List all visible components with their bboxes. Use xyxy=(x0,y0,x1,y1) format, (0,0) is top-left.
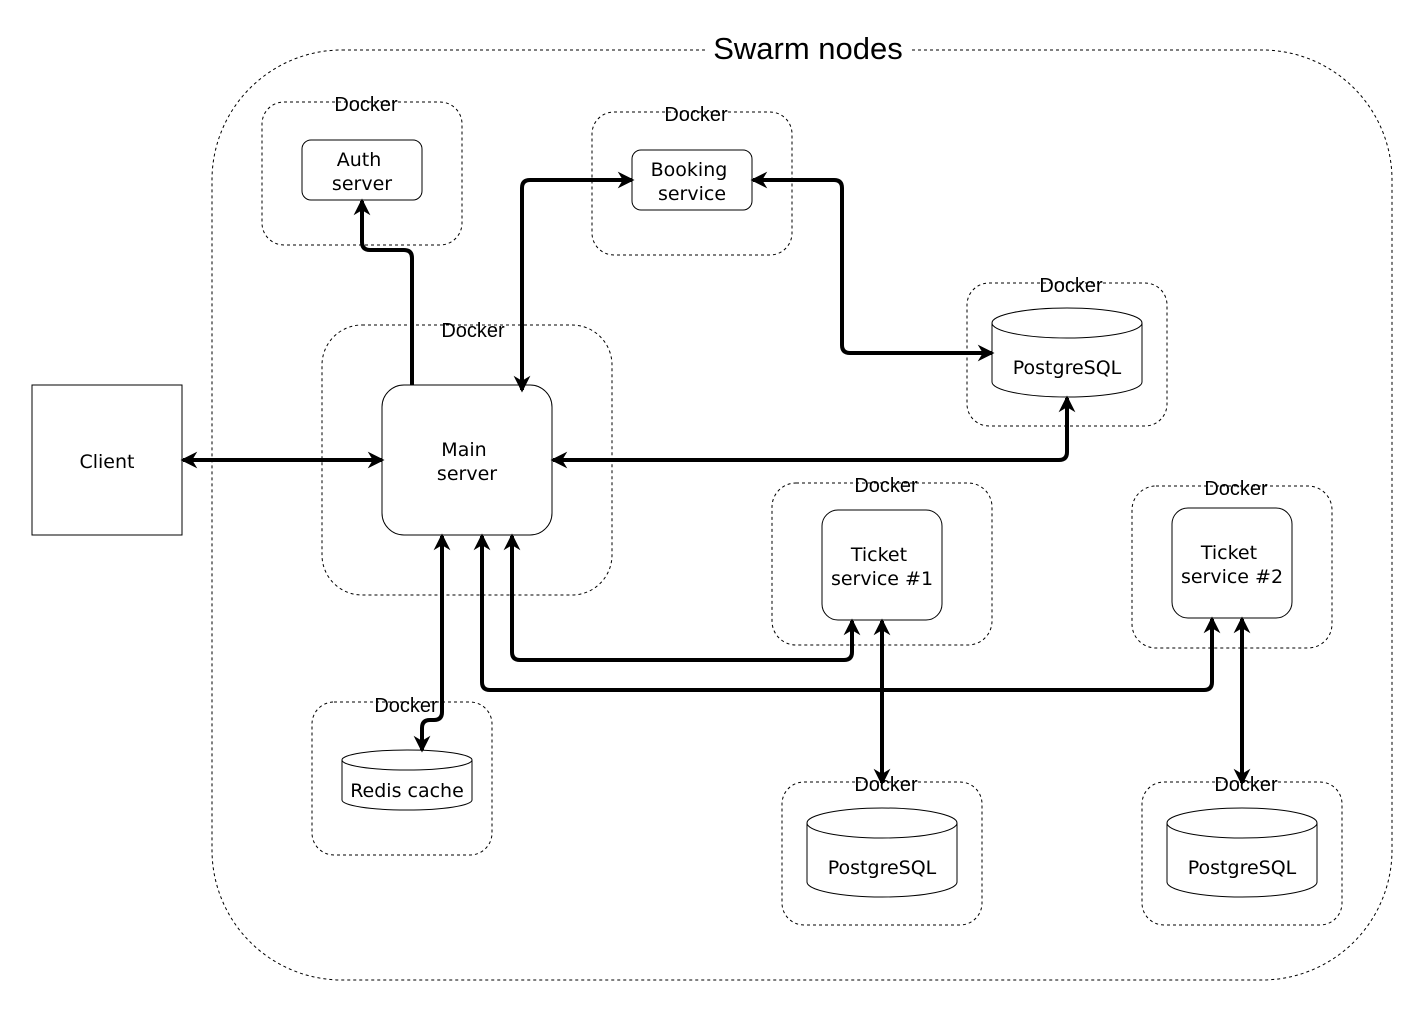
docker-label-auth: Docker xyxy=(334,94,398,116)
docker-container-booking xyxy=(591,111,793,256)
ticket-db-1-cylinder[interactable] xyxy=(806,807,958,898)
client-label: Client xyxy=(79,451,134,473)
booking-db-top xyxy=(991,307,1143,339)
edge-booking-db xyxy=(750,171,995,362)
ticket-db-1-label: PostgreSQL xyxy=(828,857,937,879)
ticket-db-1-top xyxy=(806,807,958,839)
booking-service-label: Booking service xyxy=(651,159,734,205)
redis-top xyxy=(341,749,473,771)
docker-container-booking-db xyxy=(966,282,1168,427)
booking-db-cylinder[interactable] xyxy=(991,307,1143,398)
edge-main-booking-db xyxy=(550,395,1076,469)
main-server-label-line-2: server xyxy=(437,463,497,485)
docker-label-booking-db: Docker xyxy=(1039,275,1103,297)
redis-cylinder[interactable] xyxy=(341,749,473,811)
auth-server-label-line-1: Auth xyxy=(337,149,382,171)
redis-label: Redis cache xyxy=(350,780,464,802)
docker-label-ticket-2: Docker xyxy=(1204,478,1268,500)
docker-label-booking: Docker xyxy=(664,104,728,126)
ticket-db-2-cylinder[interactable] xyxy=(1166,807,1318,898)
redis-body xyxy=(341,760,473,811)
ticket-service-1-label-line-2: service #1 xyxy=(831,568,933,590)
edge-main-booking xyxy=(513,171,635,393)
booking-db-label: PostgreSQL xyxy=(1013,357,1122,379)
ticket-service-2-label-line-1: Ticket xyxy=(1200,542,1257,564)
client-node[interactable] xyxy=(31,384,183,536)
docker-label-ticket-db-1: Docker xyxy=(854,774,918,796)
swarm-title-background xyxy=(706,28,910,66)
docker-label-ticket-1: Docker xyxy=(854,475,918,497)
auth-server-label-line-2: server xyxy=(332,173,392,195)
docker-label-redis: Docker xyxy=(374,695,438,717)
ticket-db-1-body xyxy=(806,823,958,898)
main-server-label: Main server xyxy=(437,439,497,485)
ticket-db-2-top xyxy=(1166,807,1318,839)
edge-main-ticket-1 xyxy=(503,533,861,662)
ticket-db-2-label: PostgreSQL xyxy=(1188,857,1297,879)
docker-label-main: Docker xyxy=(441,320,505,342)
edge-main-auth xyxy=(353,198,414,385)
ticket-db-2-body xyxy=(1166,823,1318,898)
booking-service-label-line-1: Booking xyxy=(651,159,728,181)
ticket-service-2-label-line-2: service #2 xyxy=(1181,566,1283,588)
docker-container-auth xyxy=(261,101,463,246)
swarm-nodes-container xyxy=(211,49,1393,981)
edge-main-ticket-2 xyxy=(473,533,1221,692)
ticket-service-1-label-line-1: Ticket xyxy=(850,544,907,566)
auth-server-label: Auth server xyxy=(332,149,392,195)
main-server-label-line-1: Main xyxy=(441,439,486,461)
docker-container-ticket-2 xyxy=(1131,485,1333,649)
docker-container-redis xyxy=(311,701,493,856)
swarm-title: Swarm nodes xyxy=(713,31,903,66)
booking-service-label-line-2: service xyxy=(658,183,726,205)
docker-label-ticket-db-2: Docker xyxy=(1214,774,1278,796)
edge-main-redis xyxy=(413,533,451,753)
